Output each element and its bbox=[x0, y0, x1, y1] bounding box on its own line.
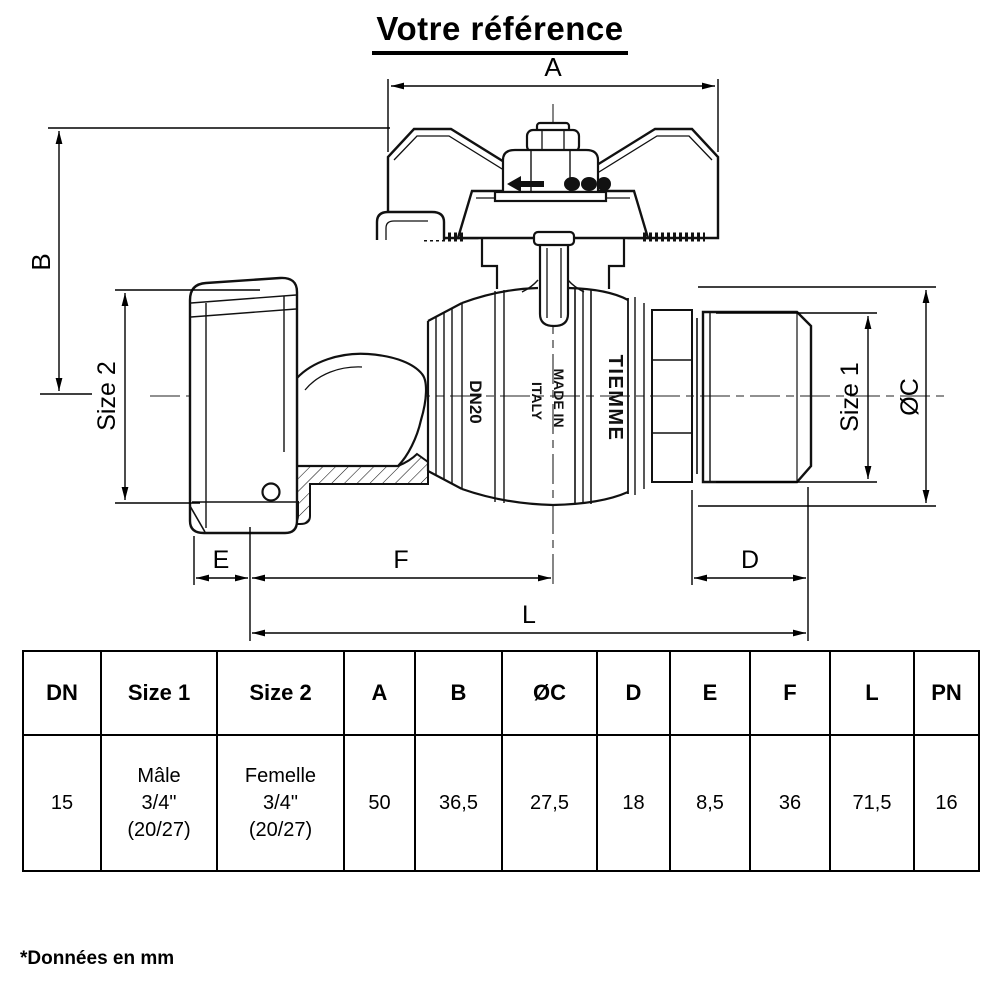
col-header-d: D bbox=[596, 650, 671, 736]
dim-label-b: B bbox=[26, 253, 56, 270]
dimension-a bbox=[387, 79, 719, 152]
col-header-e: E bbox=[669, 650, 751, 736]
cell-dn: 15 bbox=[22, 734, 102, 872]
marking-brand-tiemme: TIEMME bbox=[604, 355, 626, 442]
col-header-b: B bbox=[414, 650, 503, 736]
dimension-size2 bbox=[115, 289, 260, 504]
dim-label-oc: ØC bbox=[896, 378, 924, 416]
col-header-l: L bbox=[829, 650, 915, 736]
dim-label-size2: Size 2 bbox=[93, 361, 121, 430]
cell-f: 36 bbox=[749, 734, 831, 872]
title-bar: Votre référence bbox=[0, 10, 1000, 55]
col-header-size1: Size 1 bbox=[100, 650, 218, 736]
valve-body bbox=[426, 279, 813, 507]
dimension-efd bbox=[193, 487, 809, 641]
open-direction-arrow-icon bbox=[507, 176, 544, 192]
col-header-oc: ØC bbox=[501, 650, 598, 736]
dim-label-size1: Size 1 bbox=[836, 362, 864, 431]
valve-technical-drawing: DN20 ITALY MADE IN TIEMME A B Size 2 bbox=[26, 52, 944, 641]
dim-label-l: L bbox=[522, 601, 536, 629]
col-header-f: F bbox=[749, 650, 831, 736]
page-title: Votre référence bbox=[372, 10, 628, 55]
footer-note: *Données en mm bbox=[20, 948, 175, 969]
col-header-a: A bbox=[343, 650, 416, 736]
cell-l: 71,5 bbox=[829, 734, 915, 872]
valve-stem bbox=[480, 230, 626, 328]
valve-stem-nut bbox=[493, 121, 611, 203]
col-header-pn: PN bbox=[913, 650, 980, 736]
dimension-oc bbox=[698, 286, 936, 507]
cell-size2: Femelle 3/4" (20/27) bbox=[216, 734, 345, 872]
dimensions-table: DN Size 1 Size 2 A B ØC D E F L PN 15 Mâ… bbox=[22, 650, 980, 872]
dimension-size1 bbox=[716, 312, 877, 483]
cell-oc: 27,5 bbox=[501, 734, 598, 872]
dim-label-a: A bbox=[544, 52, 562, 82]
dim-label-d: D bbox=[741, 546, 759, 574]
col-header-size2: Size 2 bbox=[216, 650, 345, 736]
valve-handle bbox=[375, 127, 720, 242]
cell-b: 36,5 bbox=[414, 734, 503, 872]
dim-label-e: E bbox=[213, 546, 230, 574]
body-markings: DN20 ITALY MADE IN TIEMME bbox=[466, 355, 626, 442]
cell-pn: 16 bbox=[913, 734, 980, 872]
marking-dn20: DN20 bbox=[466, 380, 485, 423]
dim-label-f: F bbox=[393, 546, 408, 574]
table-row: 15 Mâle 3/4" (20/27) Femelle 3/4" (20/27… bbox=[22, 734, 980, 872]
cell-a: 50 bbox=[343, 734, 416, 872]
marking-italy: ITALY bbox=[529, 382, 545, 421]
marking-made-in: MADE IN bbox=[551, 368, 567, 427]
col-header-dn: DN bbox=[22, 650, 102, 736]
table-header-row: DN Size 1 Size 2 A B ØC D E F L PN bbox=[22, 650, 980, 736]
cell-e: 8,5 bbox=[669, 734, 751, 872]
valve-swivel-nut bbox=[188, 276, 299, 535]
cell-size1: Mâle 3/4" (20/27) bbox=[100, 734, 218, 872]
cell-d: 18 bbox=[596, 734, 671, 872]
dimension-b bbox=[40, 127, 390, 395]
off-marking bbox=[564, 177, 611, 191]
